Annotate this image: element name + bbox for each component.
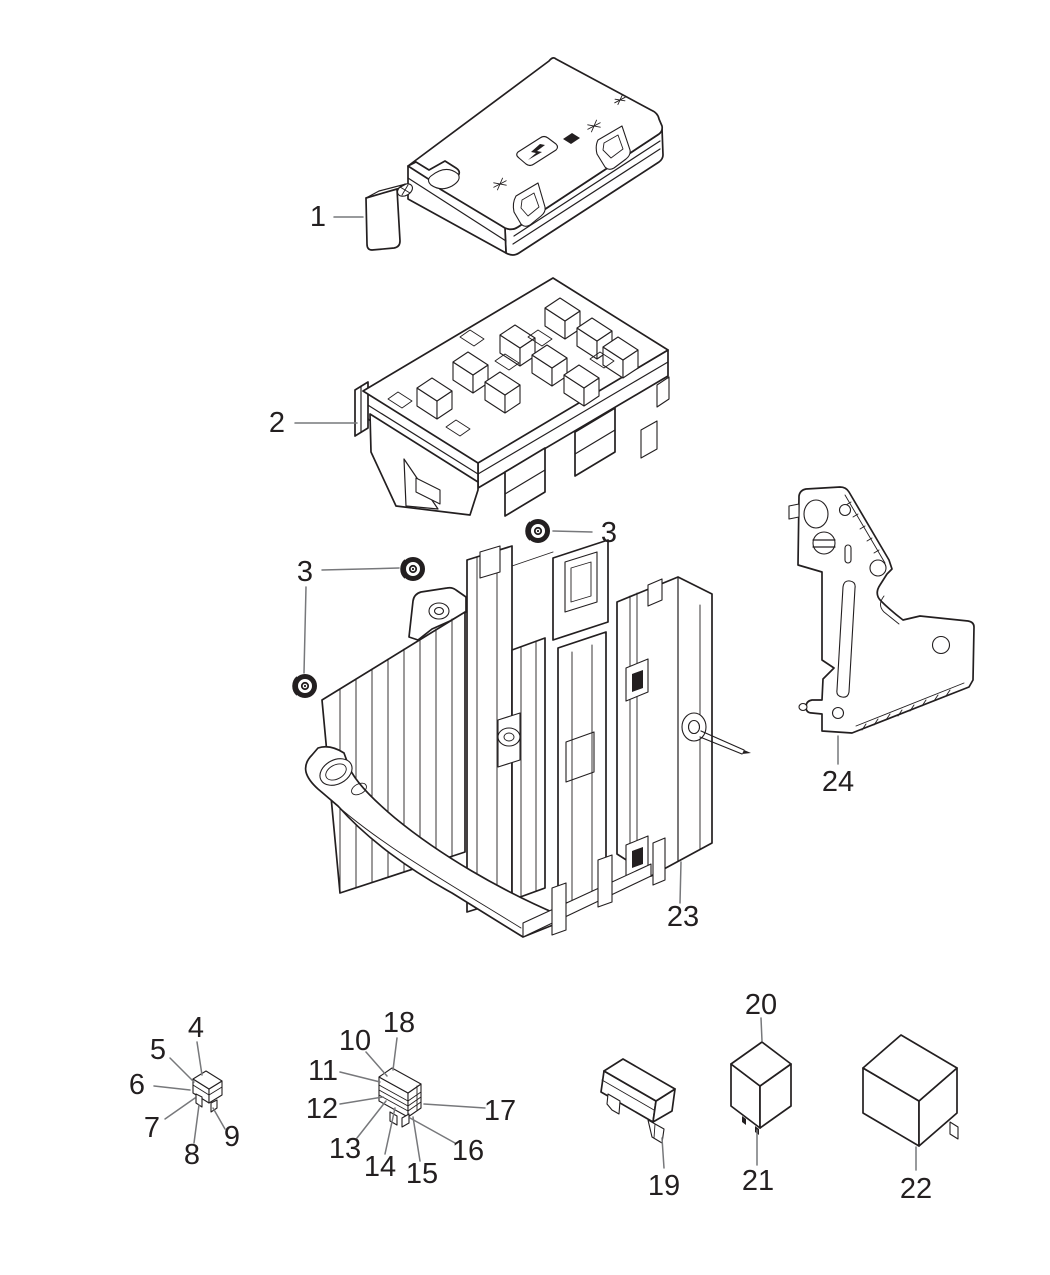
callout-7: 7 (144, 1112, 160, 1144)
leader-14 (384, 1107, 396, 1155)
bracket-tab (788, 503, 800, 520)
leader-12 (339, 1096, 384, 1105)
callout-9: 9 (224, 1121, 240, 1153)
part-1-fuse-box-cover (365, 57, 664, 256)
high-voltage-icon (516, 135, 559, 167)
fuse-glyph (614, 95, 626, 105)
cover-clip-a (512, 182, 546, 227)
callout-22: 22 (900, 1173, 932, 1205)
leader-15 (412, 1116, 421, 1162)
bracket-hole-arm (931, 635, 951, 655)
callout-8: 8 (184, 1139, 200, 1171)
bracket-hatching (861, 689, 951, 731)
leader-11 (339, 1071, 381, 1083)
callout-17: 17 (484, 1095, 516, 1127)
housing-pin (699, 730, 751, 755)
callout-11: 11 (308, 1055, 338, 1087)
leader-19 (661, 1137, 665, 1169)
housing-foot (597, 854, 613, 908)
part-2-fuse-block (354, 277, 670, 517)
leader-13 (356, 1100, 387, 1139)
callout-10: 10 (339, 1025, 371, 1057)
leader-8 (193, 1104, 200, 1144)
callout-15: 15 (406, 1158, 438, 1190)
fuse-glyph (587, 119, 601, 133)
callout-20: 20 (745, 989, 777, 1021)
callout-23: 23 (667, 901, 699, 933)
fuse-terminal (210, 1099, 218, 1113)
bracket-slot-small (844, 544, 852, 564)
cover-latch-hook (427, 168, 460, 190)
callout-13: 13 (329, 1133, 361, 1165)
leader-7 (164, 1097, 196, 1120)
leader-18 (392, 1037, 398, 1071)
callout-21: 21 (742, 1165, 774, 1197)
part-24-mounting-bracket (788, 486, 975, 734)
leader-lines (153, 216, 917, 1171)
callout-3a: 3 (601, 517, 617, 549)
fuse-terminal (606, 1093, 621, 1115)
leader-23 (679, 861, 682, 904)
leader-6 (153, 1085, 191, 1091)
part-23-lower-housing (304, 539, 751, 938)
fuse-terminal (195, 1093, 203, 1108)
fuse-slots (387, 329, 615, 437)
leader-3b (321, 567, 400, 571)
fuse-glyph (493, 177, 507, 191)
callout-3b: 3 (297, 556, 313, 588)
cover-clip-b (595, 125, 631, 170)
leader-4 (196, 1041, 203, 1076)
callout-19: 19 (648, 1170, 680, 1202)
callout-4: 4 (188, 1012, 204, 1044)
callout-2: 2 (269, 407, 285, 439)
leader-3a (552, 530, 593, 533)
callout-16: 16 (452, 1135, 484, 1167)
housing-foot (652, 837, 666, 886)
callout-6: 6 (129, 1069, 145, 1101)
part-19-fuse (600, 1058, 676, 1144)
bracket-hole-mid (869, 559, 887, 577)
bracket-screw (812, 531, 836, 555)
fuse-terminal (401, 1113, 410, 1128)
part-4-9-mini-fuse (192, 1070, 223, 1113)
callout-12: 12 (306, 1093, 338, 1125)
grommet-1 (527, 522, 548, 541)
leader-5 (169, 1057, 195, 1083)
grommet-3 (294, 677, 315, 696)
bracket-slot-long (836, 580, 856, 698)
callout-14: 14 (364, 1151, 396, 1183)
part-20-21-relay (730, 1041, 792, 1135)
leader-16 (409, 1117, 456, 1144)
grommet-2 (402, 560, 423, 579)
callout-5: 5 (150, 1034, 166, 1066)
housing-clip-lower (625, 835, 649, 878)
leader-17 (423, 1103, 486, 1109)
part-10-18-cartridge-fuse (378, 1067, 422, 1128)
cover-left-tab (365, 188, 401, 251)
fuse-block-towers (416, 297, 639, 420)
callout-18: 18 (383, 1007, 415, 1039)
part-22-relay (862, 1034, 959, 1147)
housing-foot (551, 882, 567, 936)
relay-pin (742, 1116, 746, 1125)
callout-labels: 1 2 3 3 4 5 6 7 8 9 10 11 12 13 14 15 16… (129, 201, 932, 1205)
fuse-block-lower-housing (369, 413, 479, 516)
leader-10 (365, 1051, 388, 1077)
housing-column (511, 637, 546, 901)
callout-24: 24 (822, 766, 854, 798)
bracket-hole-bottom (831, 706, 845, 720)
leader-9 (212, 1107, 226, 1130)
cover-label-block (563, 133, 580, 144)
callout-1: 1 (310, 201, 326, 233)
relay-tab (949, 1121, 959, 1140)
bracket-hole-small (838, 503, 852, 517)
leader-20 (760, 1017, 763, 1042)
bracket-stud (798, 702, 808, 712)
housing-clip-upper (625, 658, 649, 702)
leader-3c (303, 586, 307, 674)
bracket-hole-large (803, 499, 829, 529)
